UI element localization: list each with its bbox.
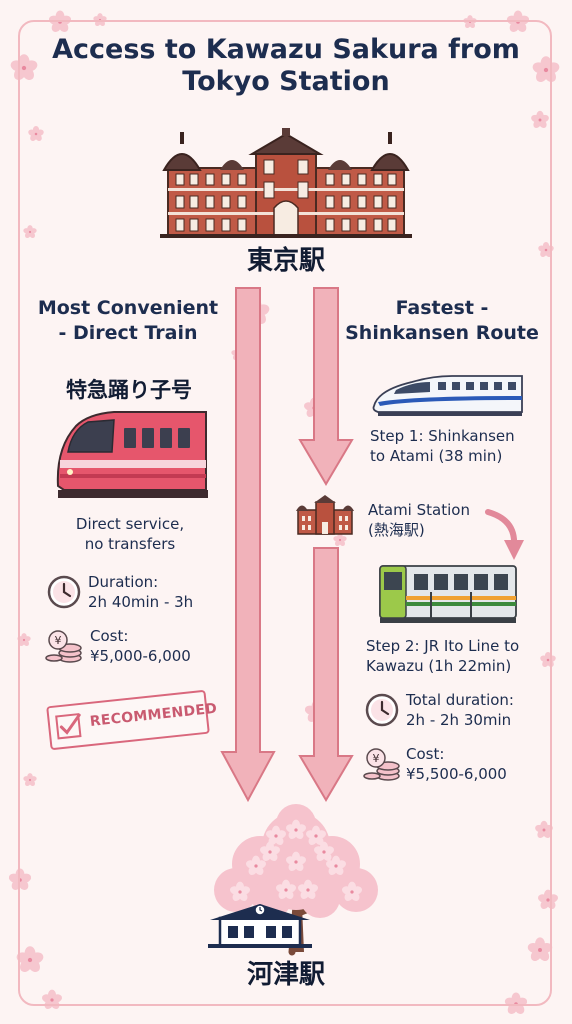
frame-border: [18, 20, 552, 1006]
right-route-arrow-segment-2: [298, 547, 354, 802]
sakura-petal-icon: [23, 225, 37, 238]
left-cost: Cost: ¥5,000-6,000: [90, 626, 191, 667]
right-cost-value: ¥5,500-6,000: [406, 765, 507, 784]
right-cost-label: Cost:: [406, 745, 445, 763]
left-cost-value: ¥5,000-6,000: [90, 647, 191, 666]
right-route-title-line-2: Shinkansen Route: [345, 321, 539, 344]
left-duration-label: Duration:: [88, 573, 159, 591]
left-route-title: Most Convenient - Direct Train: [30, 296, 226, 345]
atami-station-name-jp: (熱海駅): [368, 521, 425, 540]
sakura-petal-icon: [28, 125, 44, 141]
sakura-petal-icon: [23, 773, 37, 786]
sakura-petal-icon: [260, 841, 280, 861]
sakura-petal-icon: [333, 533, 347, 546]
right-step-2: Step 2: JR Ito Line to Kawazu (1h 22min): [366, 636, 519, 677]
odoriko-train-icon: [56, 411, 208, 498]
clock-icon: [365, 693, 399, 727]
sakura-petal-icon: [16, 946, 44, 972]
svg-text:¥: ¥: [373, 752, 380, 765]
recommended-badge-text: RECOMMENDED: [89, 700, 218, 730]
tokyo-station-building-icon: [160, 128, 412, 238]
right-duration-value: 2h - 2h 30min: [406, 711, 512, 730]
sakura-petal-icon: [42, 989, 62, 1009]
sakura-petal-icon: [527, 937, 553, 961]
right-route-arrow-segment-1: [298, 287, 354, 486]
right-step-2-line-1: Step 2: JR Ito Line to: [366, 637, 520, 655]
kawazu-station-building-icon: [208, 904, 312, 948]
tokyo-station-label: 東京駅: [246, 246, 325, 276]
right-route-title-line-1: Fastest -: [395, 297, 489, 319]
right-route-title: Fastest - Shinkansen Route: [340, 296, 544, 345]
right-duration-label: Total duration:: [406, 691, 514, 709]
left-route-title-line-1: Most Convenient: [37, 297, 219, 319]
yen-coins-icon: ¥: [363, 748, 400, 781]
sakura-petal-icon: [531, 110, 549, 128]
sakura-petal-icon: [286, 819, 306, 839]
right-step-1: Step 1: Shinkansen to Atami (38 min): [370, 426, 515, 467]
shinkansen-train-icon: [372, 375, 523, 416]
check-icon: [55, 713, 82, 740]
right-step-2-line-2: Kawazu (1h 22min): [366, 657, 512, 676]
page-title: Access to Kawazu Sakura from Tokyo Stati…: [52, 34, 520, 98]
recommended-badge: RECOMMENDED: [46, 689, 218, 751]
right-step-1-line-2: to Atami (38 min): [370, 447, 503, 466]
yen-coins-icon: ¥: [45, 630, 82, 663]
left-service-line-1: Direct service,: [75, 515, 185, 533]
left-route-arrow: [220, 287, 276, 803]
sakura-petal-icon: [306, 825, 326, 845]
sakura-petal-icon: [326, 855, 346, 875]
sakura-petal-icon: [10, 54, 38, 80]
atami-station-building-icon: [296, 495, 354, 535]
left-route-title-line-2: - Direct Train: [58, 321, 198, 344]
clock-icon: [47, 575, 81, 609]
sakura-petal-icon: [230, 881, 250, 901]
sakura-petal-icon: [246, 855, 266, 875]
sakura-petal-icon: [276, 879, 296, 899]
svg-text:¥: ¥: [55, 634, 62, 647]
right-duration: Total duration: 2h - 2h 30min: [406, 690, 514, 731]
left-cost-label: Cost:: [90, 627, 129, 645]
atami-station-name: Atami Station: [368, 501, 470, 519]
sakura-petal-icon: [17, 633, 31, 646]
limited-express-odoriko-name: 特急踊り子号: [66, 378, 192, 402]
left-service-line-2: no transfers: [84, 535, 176, 554]
sakura-petal-icon: [298, 879, 318, 899]
atami-transfer: Atami Station (熱海駅): [368, 500, 470, 541]
kawazu-station-label: 河津駅: [246, 960, 325, 990]
right-cost: Cost: ¥5,500-6,000: [406, 744, 507, 785]
left-duration-value: 2h 40min - 3h: [88, 593, 194, 612]
sakura-petal-icon: [314, 841, 334, 861]
sakura-petal-icon: [48, 10, 72, 32]
right-step-1-line-1: Step 1: Shinkansen: [370, 427, 515, 445]
sakura-petal-icon: [532, 56, 560, 82]
sakura-petal-icon: [266, 825, 286, 845]
sakura-petal-icon: [342, 881, 362, 901]
sakura-petal-icon: [463, 15, 477, 28]
left-service-description: Direct service, no transfers: [56, 514, 204, 555]
sakura-tree-icon: [214, 804, 378, 956]
jr-ito-line-train-icon: [379, 565, 517, 623]
left-duration: Duration: 2h 40min - 3h: [88, 572, 193, 613]
sakura-petal-icon: [286, 851, 306, 871]
